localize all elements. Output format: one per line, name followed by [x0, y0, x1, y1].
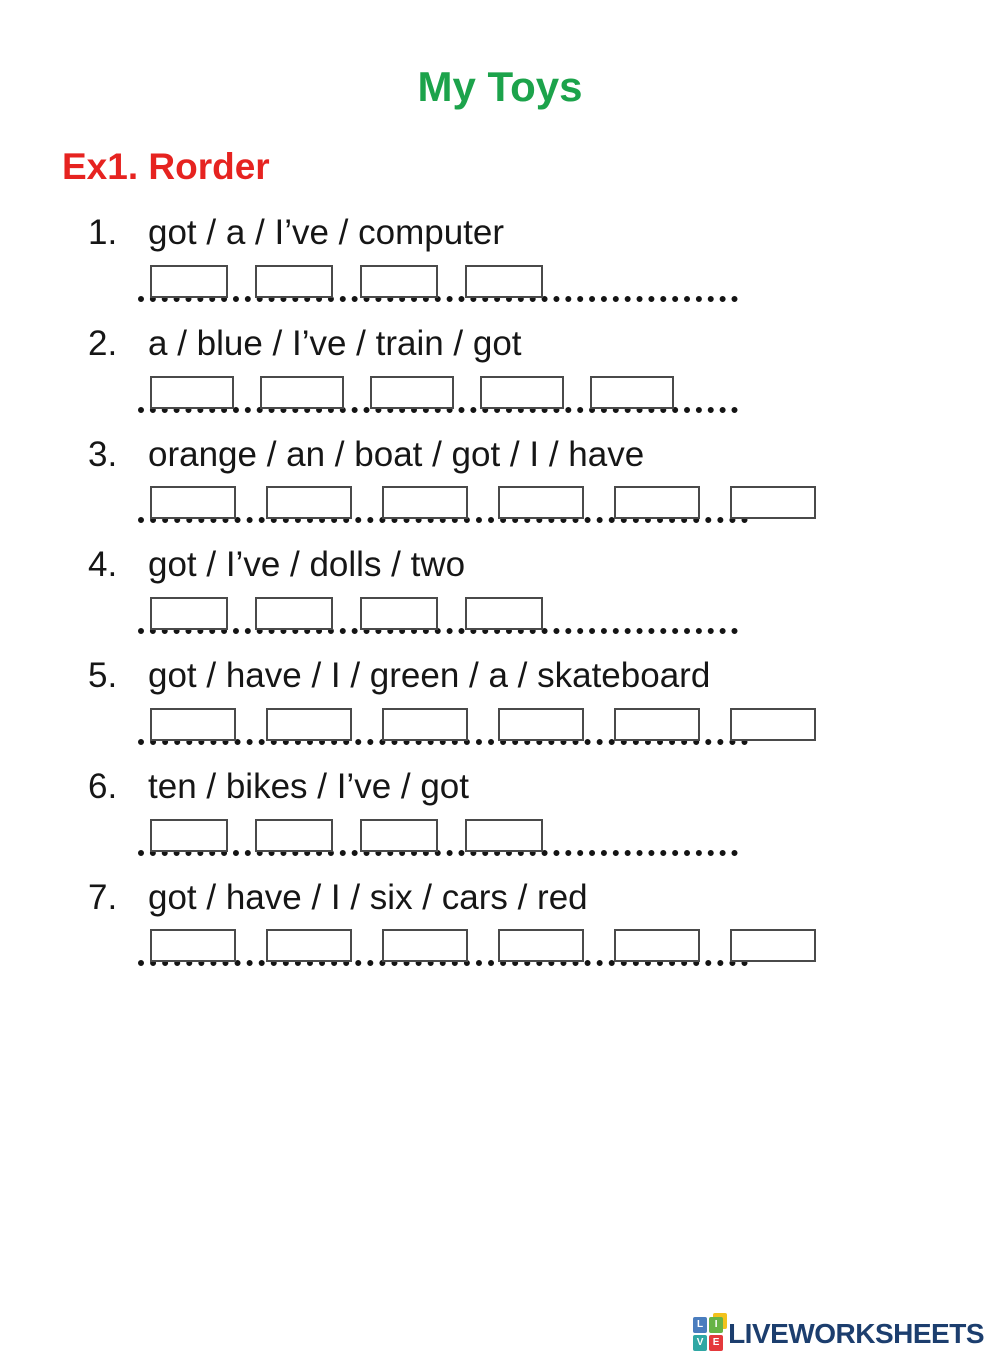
answer-box-row — [150, 264, 543, 298]
prompt-row: 4. got / I’ve / dolls / two — [88, 543, 1000, 587]
exercise-item: 3. orange / an / boat / got / I / have — [88, 433, 1000, 524]
answer-box[interactable] — [480, 375, 564, 409]
answer-line — [138, 924, 1000, 967]
answer-box[interactable] — [370, 375, 454, 409]
answer-box[interactable] — [266, 929, 352, 963]
answer-box[interactable] — [150, 597, 228, 630]
logo-tile-e: E — [709, 1335, 724, 1351]
item-prompt: got / a / I’ve / computer — [148, 213, 504, 252]
answer-box-row — [150, 375, 674, 409]
answer-box[interactable] — [614, 707, 700, 741]
exercise-item: 4. got / I’ve / dolls / two — [88, 543, 1000, 634]
answer-box[interactable] — [730, 486, 816, 520]
answer-box-row — [150, 597, 543, 630]
answer-box[interactable] — [150, 486, 236, 520]
exercise-item: 1. got / a / I’ve / computer — [88, 211, 1000, 302]
dotted-line — [138, 406, 738, 413]
answer-box[interactable] — [730, 707, 816, 741]
exercise-item: 5. got / have / I / green / a / skateboa… — [88, 654, 1000, 745]
prompt-row: 7. got / have / I / six / cars / red — [88, 876, 1000, 920]
item-prompt: a / blue / I’ve / train / got — [148, 323, 522, 363]
answer-box[interactable] — [150, 707, 236, 741]
answer-box[interactable] — [465, 264, 543, 298]
answer-box-row — [150, 929, 816, 963]
logo-tile-l: L — [693, 1317, 708, 1333]
item-number: 6. — [88, 766, 118, 806]
item-prompt: ten / bikes / I’ve / got — [148, 766, 469, 806]
answer-box[interactable] — [260, 375, 344, 409]
prompt-row: 1. got / a / I’ve / computer — [88, 211, 1000, 255]
answer-box[interactable] — [255, 818, 333, 852]
liveworksheets-brand-text: LIVEWORKSHEETS — [728, 1318, 984, 1349]
prompt-row: 3. orange / an / boat / got / I / have — [88, 433, 1000, 477]
exercise-heading: Ex1. Rorder — [62, 146, 270, 187]
answer-box[interactable] — [498, 707, 584, 741]
answer-box[interactable] — [150, 929, 236, 963]
dotted-line — [138, 960, 748, 967]
answer-box-row — [150, 486, 816, 520]
prompt-row: 2. a / blue / I’ve / train / got — [88, 322, 1000, 366]
exercise-item: 7. got / have / I / six / cars / red — [88, 876, 1000, 967]
answer-box[interactable] — [360, 818, 438, 852]
exercise-item: 2. a / blue / I’ve / train / got — [88, 322, 1000, 413]
logo-tile-v: V — [693, 1335, 708, 1351]
item-number: 1. — [88, 213, 118, 252]
answer-line — [138, 260, 1000, 302]
answer-box[interactable] — [266, 707, 352, 741]
answer-box[interactable] — [382, 707, 468, 741]
answer-box[interactable] — [590, 375, 674, 409]
answer-line — [138, 814, 1000, 856]
answer-box[interactable] — [498, 486, 584, 520]
dotted-line — [138, 628, 738, 634]
item-number: 5. — [88, 656, 118, 695]
worksheet-page: My Toys Ex1. Rorder 1. got / a / I’ve / … — [0, 63, 1000, 1351]
answer-box[interactable] — [360, 597, 438, 630]
dotted-line — [138, 849, 738, 856]
answer-box[interactable] — [730, 929, 816, 963]
answer-box[interactable] — [266, 486, 352, 520]
answer-box[interactable] — [255, 264, 333, 298]
item-prompt: got / have / I / six / cars / red — [148, 877, 588, 917]
answer-box[interactable] — [465, 597, 543, 630]
exercise-items: 1. got / a / I’ve / computer 2. a / blue… — [88, 211, 1000, 967]
answer-box-row — [150, 707, 816, 741]
item-number: 4. — [88, 545, 118, 585]
item-prompt: got / have / I / green / a / skateboard — [148, 656, 711, 695]
answer-box[interactable] — [465, 818, 543, 852]
answer-box[interactable] — [360, 264, 438, 298]
answer-box[interactable] — [150, 375, 234, 409]
item-prompt: got / I’ve / dolls / two — [148, 545, 466, 585]
answer-line — [138, 371, 1000, 413]
answer-box[interactable] — [150, 818, 228, 852]
prompt-row: 5. got / have / I / green / a / skateboa… — [88, 654, 1000, 698]
answer-box[interactable] — [150, 264, 228, 298]
item-prompt: orange / an / boat / got / I / have — [148, 434, 645, 474]
answer-box[interactable] — [614, 486, 700, 520]
answer-box[interactable] — [498, 929, 584, 963]
dotted-line — [138, 295, 738, 302]
prompt-row: 6. ten / bikes / I’ve / got — [88, 765, 1000, 809]
exercise-item: 6. ten / bikes / I’ve / got — [88, 765, 1000, 856]
answer-box[interactable] — [614, 929, 700, 963]
answer-box-row — [150, 818, 543, 852]
item-number: 3. — [88, 434, 118, 474]
dotted-line — [138, 738, 748, 745]
answer-box[interactable] — [382, 929, 468, 963]
answer-line — [138, 592, 1000, 634]
item-number: 7. — [88, 877, 118, 917]
item-number: 2. — [88, 323, 118, 363]
answer-line — [138, 703, 1000, 745]
answer-line — [138, 481, 1000, 524]
worksheet-title: My Toys — [417, 63, 583, 110]
answer-box[interactable] — [382, 486, 468, 520]
logo-tile-i: I — [709, 1317, 724, 1333]
answer-box[interactable] — [255, 597, 333, 630]
dotted-line — [138, 517, 748, 524]
